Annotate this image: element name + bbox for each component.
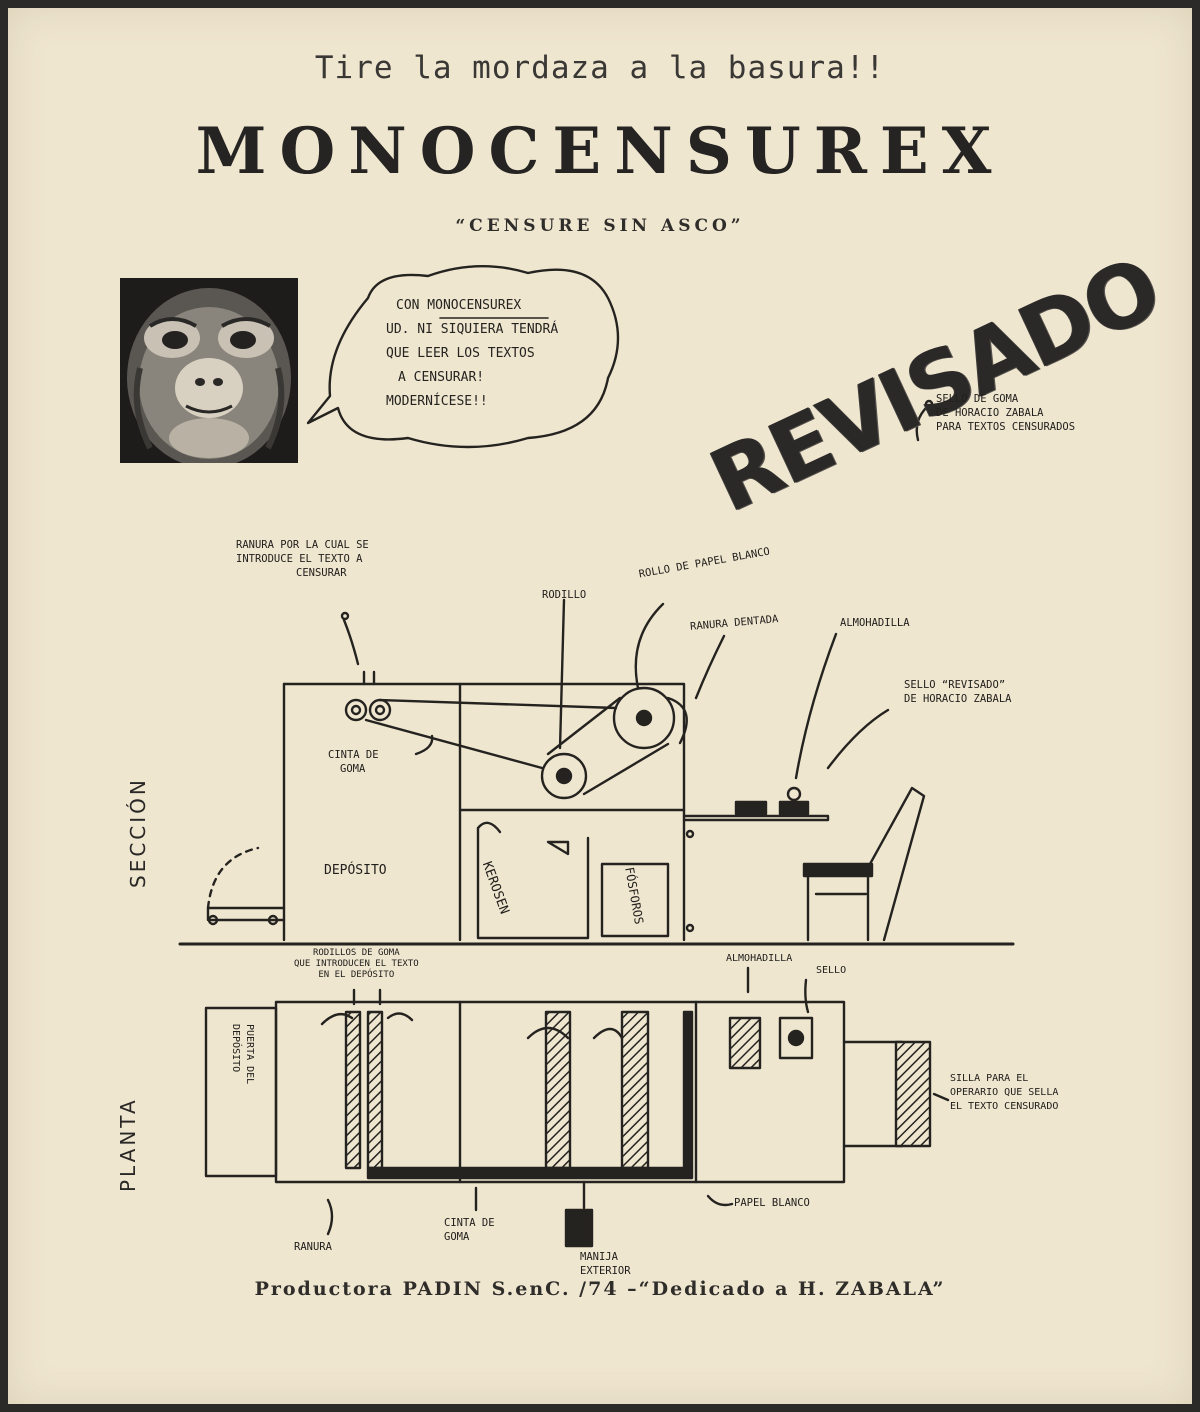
rodillos-line-3: en el depósito bbox=[318, 970, 395, 980]
puerta-label: Puerta del depósito bbox=[228, 1024, 256, 1084]
manija-line-1: Manija bbox=[580, 1251, 618, 1263]
section-label: Sección bbox=[126, 777, 150, 888]
speech-bubble bbox=[306, 264, 620, 449]
plan-cinta-line-1: Cinta de bbox=[444, 1217, 495, 1229]
cinta-label: Cinta de goma bbox=[328, 748, 379, 776]
plan-sello-label: Sello bbox=[816, 965, 847, 976]
papel-label: Papel blanco bbox=[734, 1197, 810, 1209]
rodillos-label: Rodillos de goma que introducen el texto… bbox=[294, 948, 419, 981]
manija-line-2: exterior bbox=[580, 1265, 631, 1277]
silla-line-2: operario que sella bbox=[950, 1087, 1059, 1098]
diagram-lines bbox=[178, 264, 1015, 1248]
rodillo-label: Rodillo bbox=[542, 589, 587, 601]
bubble-line-2: Ud. ni siquiera tendrá bbox=[386, 322, 559, 337]
plan-ranura-label: Ranura bbox=[294, 1241, 332, 1253]
rodillos-line-2: que introducen el texto bbox=[294, 959, 419, 969]
tagline: Tire la mordaza a la basura!! bbox=[314, 50, 886, 86]
almohadilla-label: Almohadilla bbox=[840, 617, 910, 629]
speech-bubble-text: Con MONOCENSUREX Ud. ni siquiera tendrá … bbox=[386, 294, 616, 414]
stamp-note: Sello de goma de Horacio Zabala para tex… bbox=[936, 392, 1075, 434]
monkey-face-icon bbox=[120, 278, 298, 463]
silla-line-1: Silla para el bbox=[950, 1073, 1029, 1084]
footer-credit: Productora PADIN S.enC. /74 –“Dedicado a… bbox=[254, 1278, 946, 1300]
poster-sheet: Tire la mordaza a la basura!! MONOCENSUR… bbox=[8, 8, 1192, 1404]
puerta-line-1: Puerta del bbox=[244, 1024, 255, 1085]
cinta-line-1: Cinta de bbox=[328, 749, 379, 761]
silla-line-3: el texto censurado bbox=[950, 1101, 1059, 1112]
ranura-line-1: Ranura por la cual se bbox=[236, 539, 369, 551]
stamp-note-line-3: para textos censurados bbox=[936, 421, 1076, 433]
bubble-line-1: Con MONOCENSUREX bbox=[396, 298, 522, 313]
plan-almohadilla-label: Almohadilla bbox=[726, 953, 793, 964]
ranura-line-3: censurar bbox=[296, 567, 347, 579]
deposito-label: Depósito bbox=[324, 863, 387, 878]
monkey-photo bbox=[120, 278, 298, 463]
sello-line-2: de Horacio Zabala bbox=[904, 693, 1012, 705]
plan-label: Planta bbox=[116, 1097, 140, 1192]
bubble-line-5: Modernícese!! bbox=[386, 394, 488, 409]
ranura-line-2: introduce el texto a bbox=[236, 553, 363, 565]
plan-cinta-label: Cinta de goma bbox=[444, 1216, 495, 1244]
rodillos-line-1: Rodillos de goma bbox=[312, 948, 400, 958]
silla-label: Silla para el operario que sella el text… bbox=[950, 1072, 1058, 1114]
stamp-note-line-1: Sello de goma bbox=[936, 393, 1019, 405]
puerta-line-2: depósito bbox=[230, 1024, 241, 1073]
cinta-line-2: goma bbox=[340, 763, 366, 775]
bubble-line-4: a censurar! bbox=[398, 370, 485, 385]
sello-line-1: Sello “Revisado” bbox=[904, 679, 1006, 691]
plan-cinta-line-2: goma bbox=[444, 1231, 470, 1243]
slogan: “CENSURE SIN ASCO” bbox=[455, 216, 745, 236]
brand-title: MONOCENSUREX bbox=[195, 114, 1005, 189]
stamp-note-line-2: de Horacio Zabala bbox=[936, 407, 1044, 419]
sello-revisado-label: Sello “Revisado” de Horacio Zabala bbox=[904, 678, 1011, 706]
manija-label: Manija exterior bbox=[580, 1250, 631, 1278]
bubble-line-3: que leer los textos bbox=[386, 346, 535, 361]
ranura-label: Ranura por la cual se introduce el texto… bbox=[236, 538, 369, 580]
